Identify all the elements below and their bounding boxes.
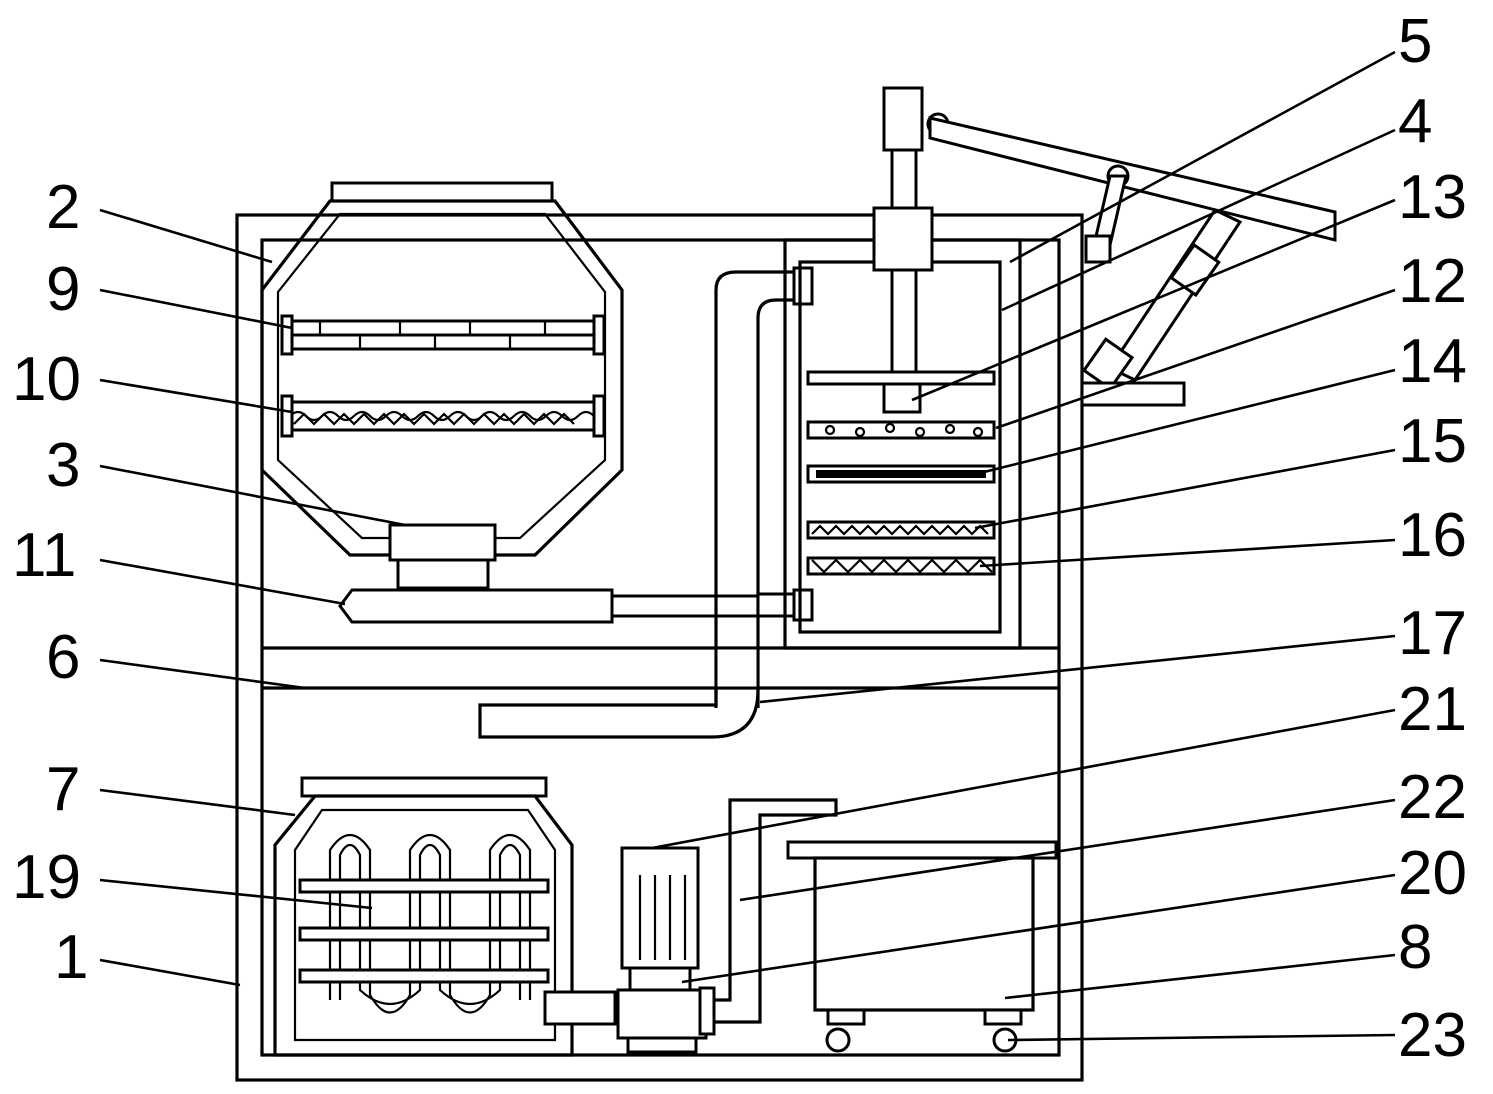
callout-9: 9 — [46, 255, 80, 324]
callout-16: 16 — [1398, 501, 1467, 570]
leader-lines — [99, 50, 1396, 1042]
filter-plate-9 — [280, 314, 606, 356]
callout-13: 13 — [1398, 163, 1467, 232]
callout-1: 1 — [54, 923, 88, 992]
callout-17: 17 — [1398, 599, 1467, 668]
layer-15 — [806, 520, 996, 540]
cabinet-housing — [235, 213, 1084, 1082]
callout-14: 14 — [1398, 327, 1467, 396]
callout-15: 15 — [1398, 407, 1467, 476]
callout-5: 5 — [1398, 7, 1432, 76]
filter-layer-10 — [280, 394, 606, 438]
callout-20: 20 — [1398, 839, 1467, 908]
coil-19 — [298, 833, 550, 1014]
layer-14 — [806, 464, 996, 484]
callout-8: 8 — [1398, 913, 1432, 982]
callout-4: 4 — [1398, 87, 1432, 156]
press-cylinder-5 — [872, 86, 1337, 374]
callout-19: 19 — [12, 843, 81, 912]
callout-11: 11 — [12, 521, 76, 590]
callout-10: 10 — [12, 345, 81, 414]
callout-2: 2 — [46, 173, 80, 242]
callout-22: 22 — [1398, 763, 1467, 832]
callout-6: 6 — [46, 623, 80, 692]
layer-12 — [806, 420, 996, 440]
layer-16 — [806, 556, 996, 576]
wheel-23 — [825, 1008, 1023, 1053]
callout-23: 23 — [1398, 1001, 1467, 1070]
heat-exchanger-7 — [273, 776, 574, 1057]
outlet-3 — [388, 523, 497, 590]
callout-21: 21 — [1398, 675, 1467, 744]
callout-7: 7 — [46, 755, 80, 824]
filter-chamber-4 — [783, 238, 1022, 650]
callout-3: 3 — [46, 431, 80, 500]
callout-12: 12 — [1398, 247, 1467, 316]
pipe-11 — [338, 588, 774, 624]
collection-bin-8 — [786, 840, 1058, 1053]
callout-labels: 2 9 10 3 11 6 7 19 1 5 4 13 12 14 15 16 … — [12, 7, 1467, 1070]
pipe-22 — [698, 798, 838, 1036]
pump-21 — [543, 846, 708, 1054]
upper-tank — [260, 181, 624, 590]
